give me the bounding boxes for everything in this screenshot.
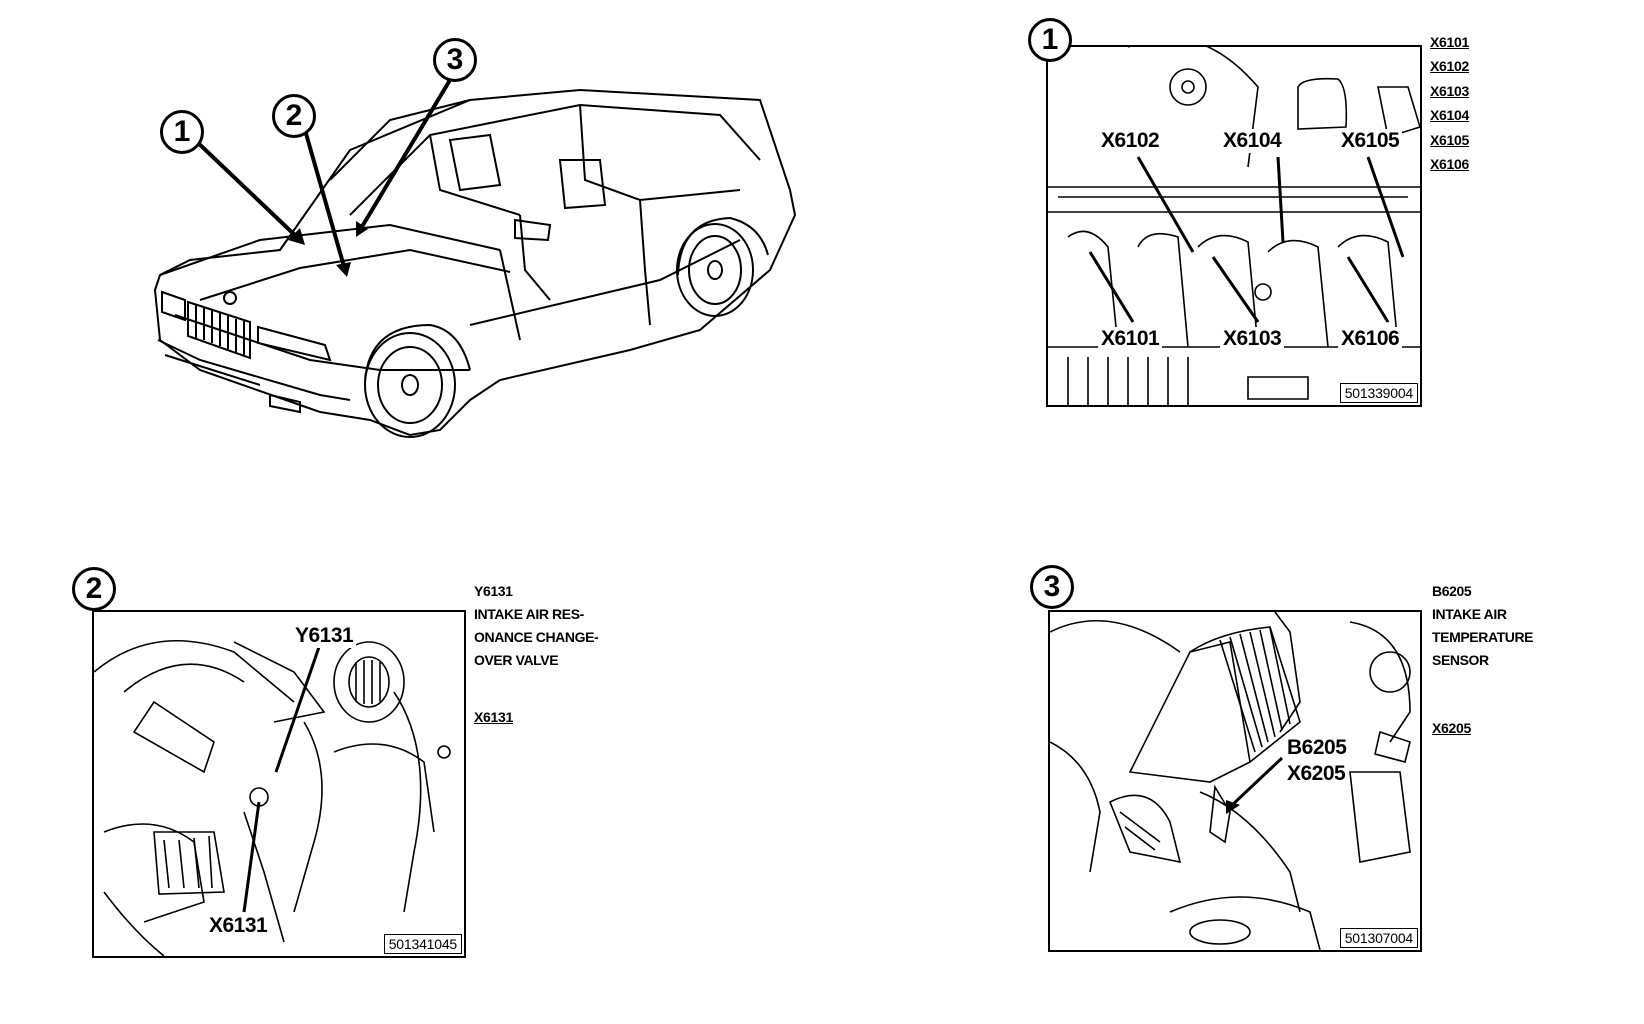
panel-2-number: 2 [72, 567, 116, 611]
overview-callout-1: 1 [160, 110, 204, 154]
overview-leaders [193, 78, 452, 277]
panel-3-leaders [1226, 756, 1284, 814]
panel-2-label-y6131: Y6131 [292, 624, 357, 648]
legend-y6131-line-1: INTAKE AIR RES- [474, 606, 584, 622]
panel-3-image-code: 501307004 [1339, 928, 1418, 948]
legend-x6205: X6205 [1432, 720, 1471, 736]
legend-y6131-line-3: OVER VALVE [474, 652, 559, 668]
legend-b6205-line-1: INTAKE AIR [1432, 606, 1507, 622]
panel-3-engine-bay-image: B6205 X6205 501307004 [1048, 610, 1422, 952]
legend-x6101: X6101 [1430, 34, 1469, 50]
panel-3-label-x6205: X6205 [1284, 762, 1349, 786]
panel-1-engine-bay-image: X6102 X6104 X6105 X6101 X6103 X6106 5013… [1046, 45, 1422, 407]
legend-x6104: X6104 [1430, 107, 1469, 123]
panel-1-number: 1 [1028, 18, 1072, 62]
panel-1-label-x6104: X6104 [1220, 129, 1285, 153]
legend-x6103: X6103 [1430, 83, 1469, 99]
legend-b6205-line-3: SENSOR [1432, 652, 1489, 668]
legend-y6131-title: Y6131 [474, 583, 513, 599]
panel-2-leaders [242, 646, 321, 913]
panel-1-label-x6106: X6106 [1338, 327, 1403, 351]
panel-1-label-x6101: X6101 [1098, 327, 1163, 351]
panel-2-engine-bay-image: Y6131 X6131 501341045 [92, 610, 466, 958]
legend-b6205: B6205 INTAKE AIR TEMPERATURE SENSOR [1432, 580, 1534, 672]
legend-x6106: X6106 [1430, 156, 1469, 172]
panel-3-label-b6205: B6205 [1284, 736, 1350, 760]
panel-1-image-code: 501339004 [1339, 383, 1418, 403]
overview-callout-3: 3 [433, 38, 477, 82]
legend-x6102: X6102 [1430, 58, 1469, 74]
panel-1-leaders [1088, 156, 1405, 323]
panel-1-label-x6105: X6105 [1338, 129, 1403, 153]
panel-1-label-x6102: X6102 [1098, 129, 1163, 153]
legend-y6131-line-2: ONANCE CHANGE- [474, 629, 599, 645]
panel-3-number: 3 [1030, 565, 1074, 609]
panel-2-label-x6131: X6131 [206, 914, 271, 938]
panel-1-label-x6103: X6103 [1220, 327, 1285, 351]
panel-2-image-code: 501341045 [383, 934, 462, 954]
legend-b6205-title: B6205 [1432, 583, 1472, 599]
legend-x6131: X6131 [474, 709, 513, 725]
overview-callout-2: 2 [272, 94, 316, 138]
legend-b6205-line-2: TEMPERATURE [1432, 629, 1534, 645]
legend-x6105: X6105 [1430, 132, 1469, 148]
legend-y6131: Y6131 INTAKE AIR RES- ONANCE CHANGE- OVE… [474, 580, 599, 672]
car-overview-illustration [140, 40, 820, 460]
